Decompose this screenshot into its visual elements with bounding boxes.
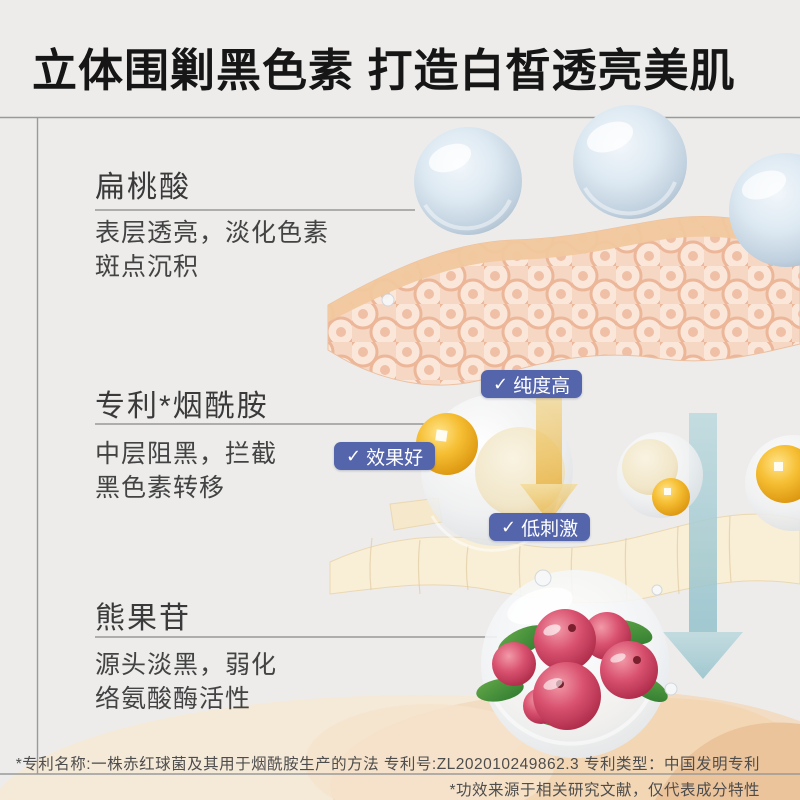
ingredient-name-mandelic-acid: 扁桃酸 <box>95 171 191 204</box>
desc-line: 络氨酸酶活性 <box>95 685 252 713</box>
ingredient-name-niacinamide: 专利*烟酰胺 <box>95 390 269 423</box>
desc-line: 表层透亮，淡化色素 <box>95 219 330 247</box>
desc-line: 斑点沉积 <box>95 253 200 281</box>
skin-epidermis-layer-icon <box>327 216 800 386</box>
water-bubble-icon <box>414 127 522 235</box>
badge-label: 纯度高 <box>513 375 571 397</box>
niacinamide-sphere-icon <box>745 435 800 531</box>
desc-line: 源头淡黑，弱化 <box>95 651 278 679</box>
cranberries-icon <box>476 609 668 730</box>
ingredient-name-arbutin: 熊果苷 <box>95 602 191 635</box>
skin-dermis-layer-icon <box>329 497 800 604</box>
ingredient-desc-niacinamide: 中层阻黑，拦截 黑色素转移 <box>95 437 277 505</box>
badge-label: 低刺激 <box>521 518 579 540</box>
water-bubble-icon <box>729 153 800 267</box>
check-icon: ✓ <box>493 373 509 394</box>
check-icon: ✓ <box>346 445 362 466</box>
page-title: 立体围剿黑色素 打造白皙透亮美肌 <box>32 45 736 96</box>
badge-high-purity: ✓ 纯度高 <box>481 370 583 398</box>
badge-good-effect: ✓ 效果好 <box>334 442 436 470</box>
footnote-patent: *专利名称:一株赤红球菌及其用于烟酰胺生产的方法 专利号:ZL202010249… <box>15 756 760 773</box>
check-icon: ✓ <box>501 516 517 537</box>
cranberry-bubble-icon <box>476 570 669 758</box>
badge-label: 效果好 <box>366 447 424 469</box>
small-bubble-icon <box>381 293 678 696</box>
desc-line: 中层阻黑，拦截 <box>95 440 278 468</box>
gold-down-arrow-icon <box>520 396 578 522</box>
ingredient-desc-arbutin: 源头淡黑，弱化 络氨酸酶活性 <box>95 648 277 716</box>
ingredient-desc-mandelic-acid: 表层透亮，淡化色素 斑点沉积 <box>95 216 329 284</box>
footnote-efficacy: *功效来源于相关研究文献，仅代表成分特性 <box>449 782 760 799</box>
badge-low-irritation: ✓ 低刺激 <box>489 513 591 541</box>
water-bubble-icon <box>573 105 687 219</box>
desc-line: 黑色素转移 <box>95 474 226 502</box>
niacinamide-sphere-icon <box>617 432 703 518</box>
